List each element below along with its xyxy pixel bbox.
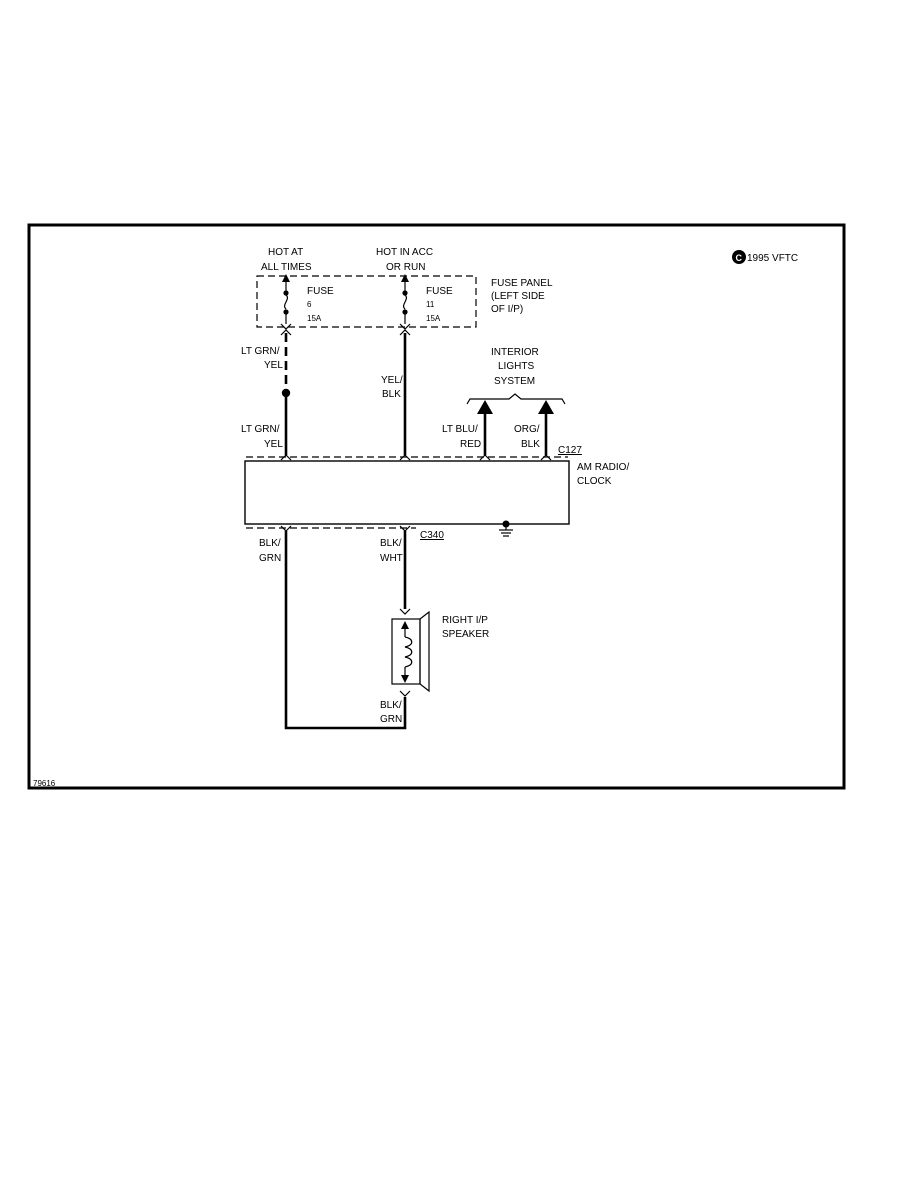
wire-label-bottom-left-2: GRN — [259, 553, 281, 564]
copyright-icon — [732, 250, 746, 264]
wire-label-interior-left-1: LT BLU/ — [442, 424, 478, 435]
wire-label-speaker-return-2: GRN — [380, 714, 402, 725]
connector-pin — [280, 329, 292, 336]
radio-label-1: AM RADIO/ — [577, 462, 629, 473]
interior-lights-label-1: INTERIOR — [491, 347, 539, 358]
wire-label-left-upper-1: LT GRN/ — [241, 346, 280, 357]
arrow-up-icon — [401, 274, 409, 282]
interior-lights-bracket — [466, 393, 566, 405]
arrow-up-icon — [538, 400, 554, 414]
power-label-left-2: ALL TIMES — [261, 262, 312, 273]
fuse-6: FUSE 6 15A — [280, 274, 334, 330]
copyright-notice: C 1995 VFTC — [732, 250, 798, 264]
speaker-icon — [391, 608, 430, 697]
fuse-panel-box — [256, 275, 477, 328]
connector-c340: C340 — [420, 530, 444, 541]
splice-point — [281, 388, 291, 398]
wire-label-speaker-return-1: BLK/ — [380, 700, 402, 711]
copyright-symbol: C — [736, 253, 743, 263]
fuse-panel-label-1: FUSE PANEL — [491, 278, 553, 289]
power-label-right-2: OR RUN — [386, 262, 425, 273]
diagram-frame — [27, 223, 846, 790]
fuse-6-name: FUSE — [307, 286, 334, 297]
figure-id: 79616 — [33, 779, 56, 788]
radio-label-2: CLOCK — [577, 476, 612, 487]
am-radio-clock-box — [244, 460, 570, 525]
fuse-panel-label-3: OF I/P) — [491, 304, 523, 315]
interior-lights-label-3: SYSTEM — [494, 376, 535, 387]
connector-c127: C127 — [558, 445, 582, 456]
speaker-label-1: RIGHT I/P — [442, 615, 488, 626]
fuse-6-number: 6 — [307, 300, 312, 309]
power-label-left-1: HOT AT — [268, 247, 303, 258]
wire-bottom-left — [284, 531, 407, 730]
wire-label-interior-left-2: RED — [460, 439, 481, 450]
wire-label-left-lower-1: LT GRN/ — [241, 424, 280, 435]
wire-label-middle-1: YEL/ — [381, 375, 403, 386]
fuse-panel-label-2: (LEFT SIDE — [491, 291, 545, 302]
wire-label-left-upper-2: YEL — [264, 360, 283, 371]
wire-label-left-lower-2: YEL — [264, 439, 283, 450]
wire-label-interior-right-2: BLK — [521, 439, 540, 450]
wire-label-bottom-mid-2: WHT — [380, 553, 403, 564]
fuse-11-rating: 15A — [426, 314, 441, 323]
fuse-11: FUSE 11 15A — [399, 274, 453, 330]
power-label-right-1: HOT IN ACC — [376, 247, 433, 258]
speaker-label-2: SPEAKER — [442, 629, 489, 640]
wire-label-middle-2: BLK — [382, 389, 401, 400]
wire-label-bottom-left-1: BLK/ — [259, 538, 281, 549]
ground-icon — [499, 520, 513, 537]
interior-lights-label-2: LIGHTS — [498, 361, 534, 372]
connector-pin — [399, 329, 411, 336]
wire-label-bottom-mid-1: BLK/ — [380, 538, 402, 549]
arrow-up-icon — [282, 274, 290, 282]
fuse-6-rating: 15A — [307, 314, 322, 323]
wire-label-interior-right-1: ORG/ — [514, 424, 540, 435]
arrow-up-icon — [477, 400, 493, 414]
copyright-text: 1995 VFTC — [747, 253, 798, 264]
fuse-11-number: 11 — [426, 300, 435, 309]
fuse-11-name: FUSE — [426, 286, 453, 297]
